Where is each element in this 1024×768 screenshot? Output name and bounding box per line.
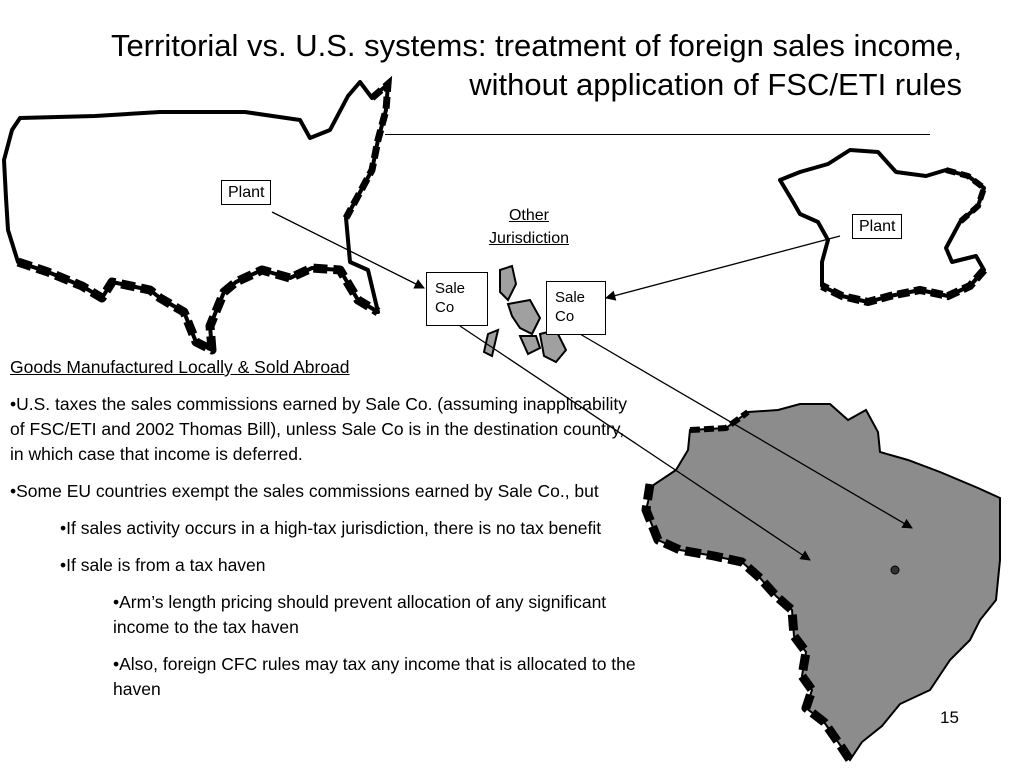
arrow-foreign-plant-to-sale-co	[604, 235, 841, 301]
sale-co-a-line2: Co	[435, 299, 455, 316]
other-jurisdiction-label: Other Jurisdiction	[478, 204, 580, 250]
slide-title-line1: Territorial vs. U.S. systems: treatment …	[110, 28, 962, 63]
us-plant-box: Plant	[221, 180, 272, 205]
sub-sub-bullet-arms-length: •Arm’s length pricing should prevent all…	[113, 592, 607, 637]
arrow-us-plant-to-sale-co	[271, 211, 425, 289]
brazil-map-icon	[641, 403, 1001, 763]
title-divider	[385, 134, 930, 135]
foreign-plant-box: Plant	[852, 214, 903, 239]
sale-co-b-line2: Co	[555, 308, 575, 325]
arrow-sale-co-b-to-brazil	[579, 333, 913, 529]
sub-sub-bullet-cfc-rules: •Also, foreign CFC rules may tax any inc…	[113, 654, 636, 699]
flow-arrows	[271, 211, 913, 561]
island-jurisdiction-map-icon	[482, 264, 568, 364]
bullet-us-taxes: •U.S. taxes the sales commissions earned…	[10, 394, 627, 464]
slide-title: Territorial vs. U.S. systems: treatment …	[2, 26, 962, 104]
united-states-map-icon	[2, 75, 393, 355]
us-plant-label: Plant	[228, 184, 265, 201]
sale-co-a-line1: Sale	[435, 280, 466, 297]
section-heading: Goods Manufactured Locally & Sold Abroad	[10, 357, 350, 377]
foreign-plant-label: Plant	[859, 218, 896, 235]
sub-bullet-high-tax: •If sales activity occurs in a high-tax …	[60, 518, 602, 538]
sub-bullet-tax-haven: •If sale is from a tax haven	[60, 555, 266, 575]
slide-body: Goods Manufactured Locally & Sold Abroad…	[10, 355, 640, 714]
sale-co-box-b: Sale Co	[546, 281, 606, 335]
sale-co-box-a: Sale Co	[426, 272, 488, 326]
sale-co-b-line1: Sale	[555, 289, 586, 306]
arrow-sale-co-a-to-brazil	[459, 325, 811, 561]
other-jurisdiction-line1: Other	[508, 207, 549, 224]
other-jurisdiction-line2: Jurisdiction	[488, 230, 570, 247]
page-number: 15	[940, 708, 959, 727]
slide-title-line2: without application of FSC/ETI rules	[469, 67, 962, 102]
bullet-eu-exempt: •Some EU countries exempt the sales comm…	[10, 481, 599, 501]
